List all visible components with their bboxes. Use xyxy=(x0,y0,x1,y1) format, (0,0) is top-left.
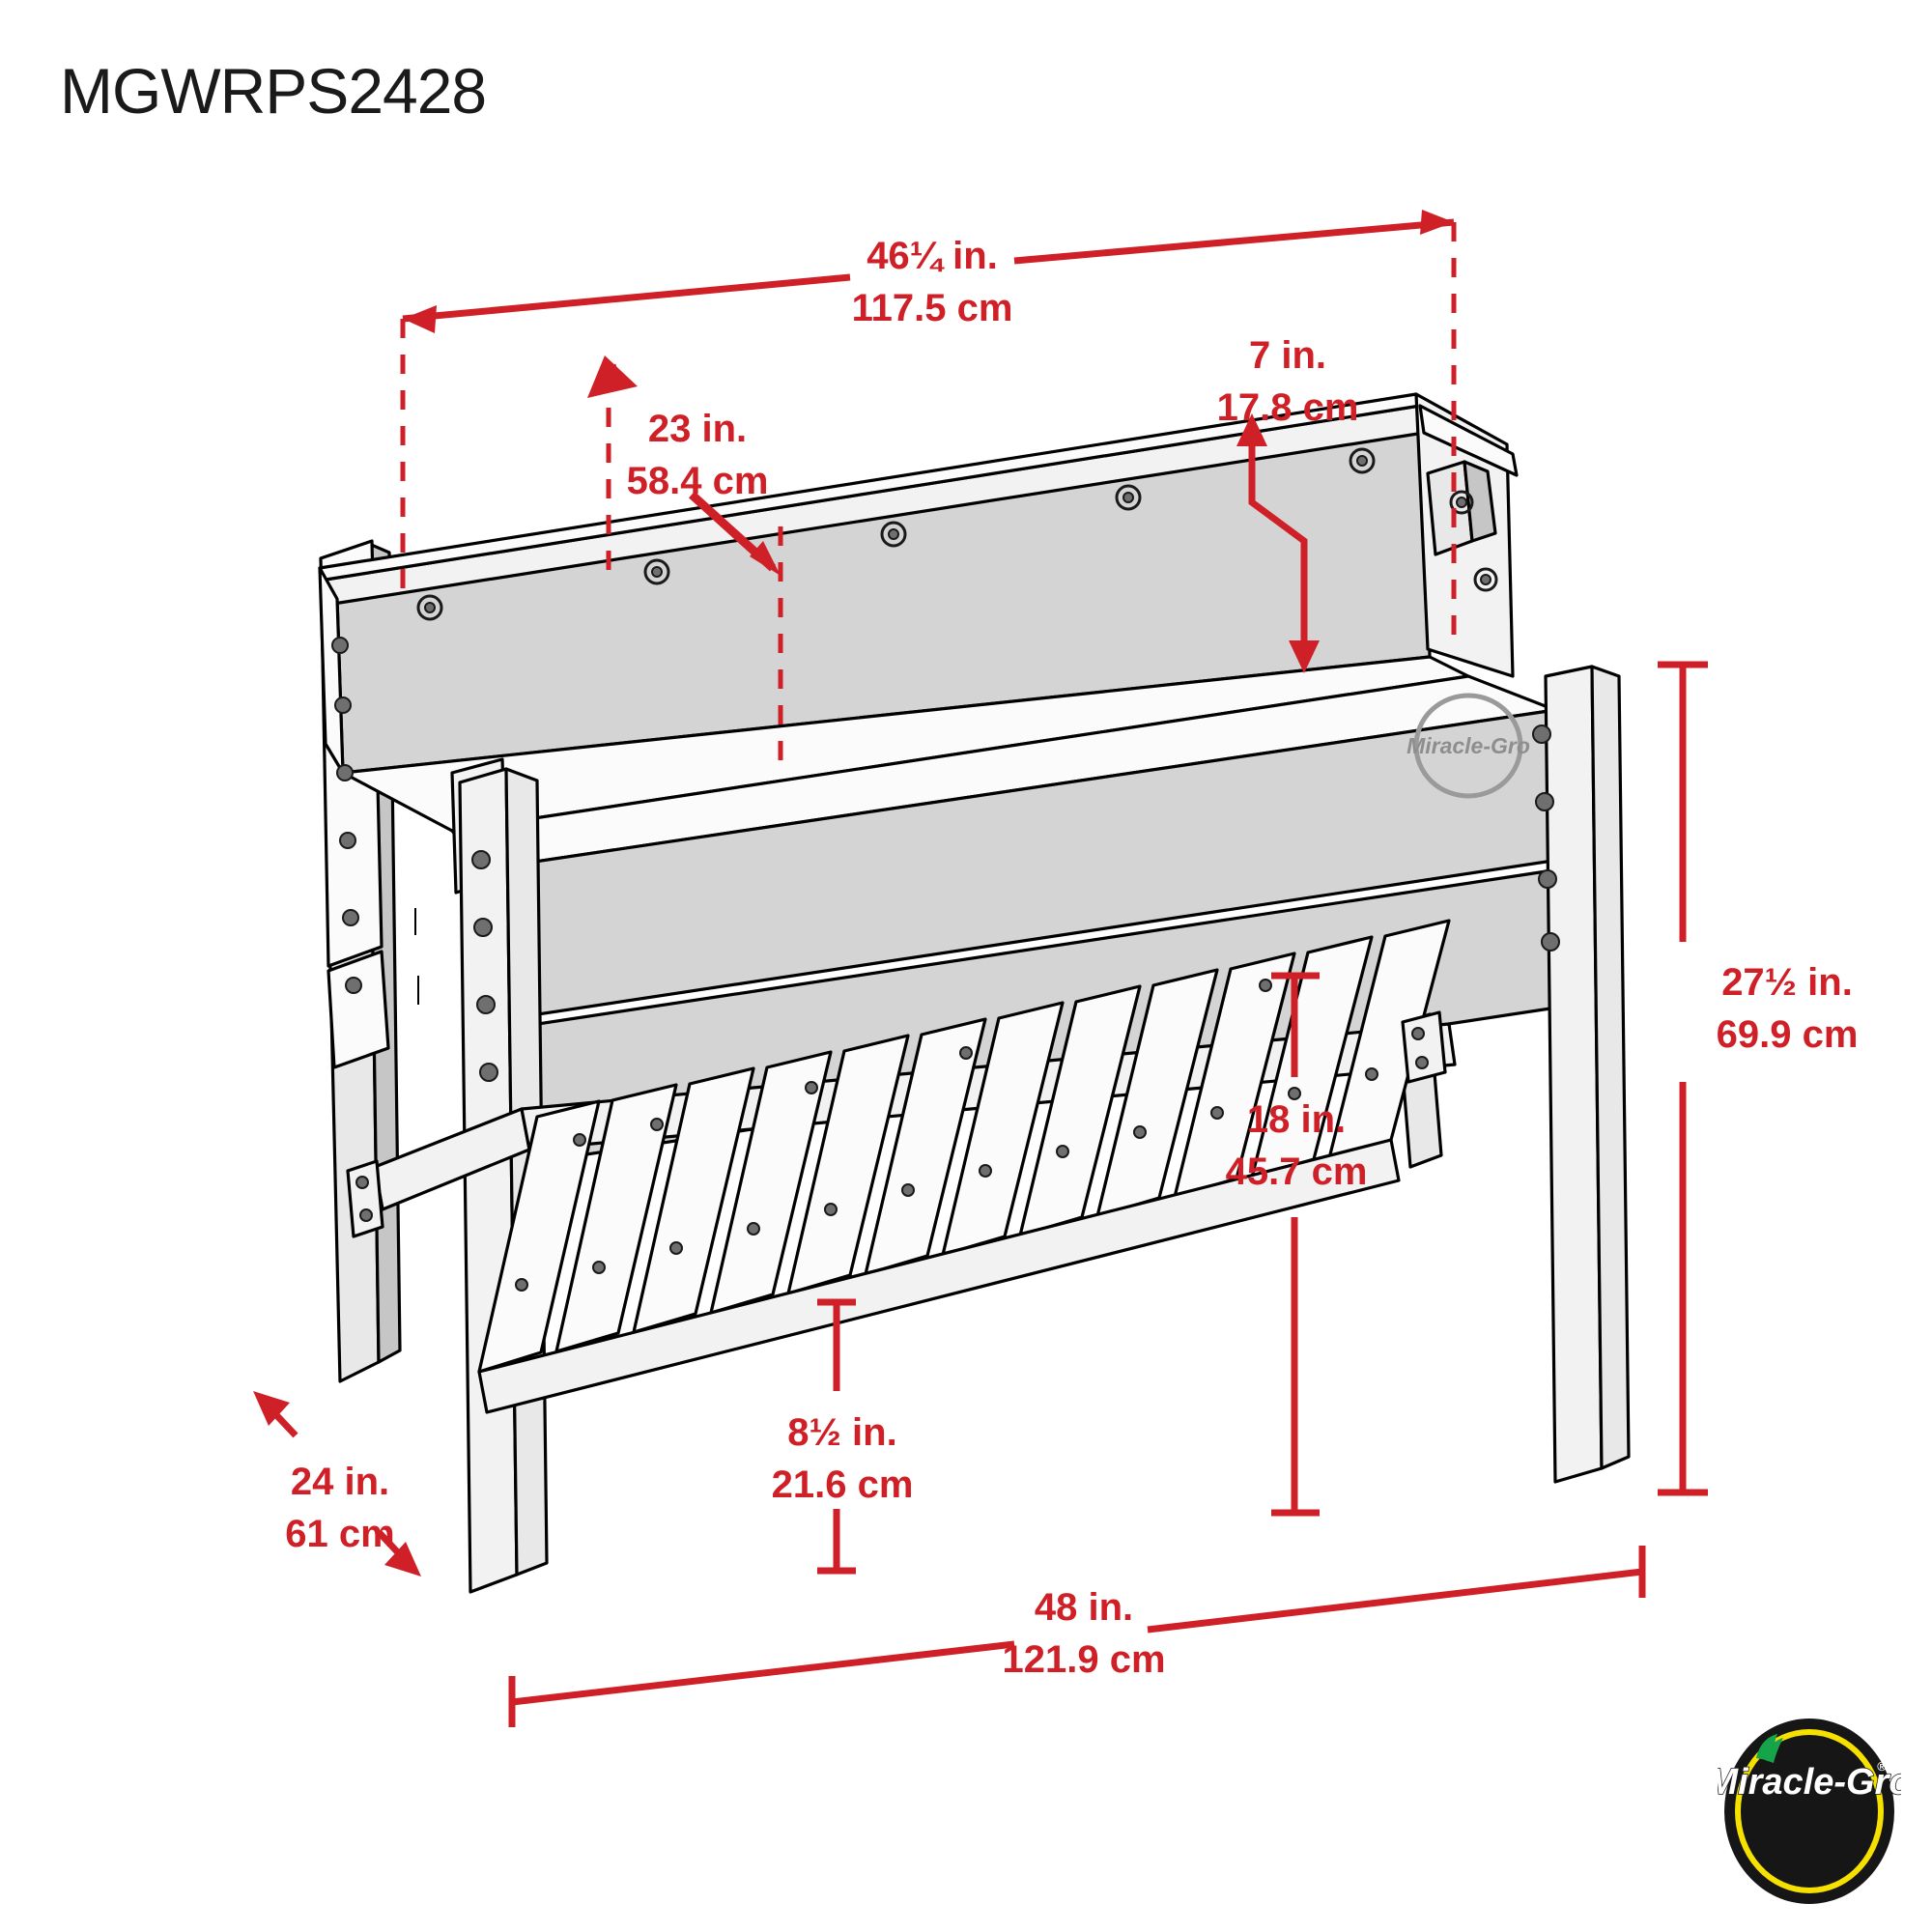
shelf-slat xyxy=(941,1001,1065,1257)
dim-box-width-imperial: 23 in. xyxy=(648,408,747,450)
brand-badge-background xyxy=(1724,1719,1894,1904)
shelf-slat xyxy=(786,1034,910,1295)
dim-box-width-metric: 58.4 cm xyxy=(627,460,769,502)
dimension-soil-depth: 7 in. 17.8 cm xyxy=(1217,334,1359,673)
right-rail-screws xyxy=(1449,490,1498,592)
dim-side-depth-metric: 61 cm xyxy=(285,1513,394,1555)
planter-illustration: Miracle-Gro xyxy=(318,392,1631,1594)
dim-slat-width-metric: 21.6 cm xyxy=(772,1463,914,1506)
shelf-slat-screws xyxy=(515,979,1378,1292)
registered-trademark-mark: ® xyxy=(1877,1759,1887,1774)
shelf-mounting-bracket-left xyxy=(346,1159,384,1238)
leg-rear-right xyxy=(1426,460,1497,556)
front-post-screws xyxy=(471,850,498,1082)
dim-shelf-height-imperial: 18 in. xyxy=(1247,1098,1346,1141)
dimension-overall-top-width: 46¼ in. 117.5 cm xyxy=(400,210,1457,638)
dim-overall-height-imperial: 27½ in. xyxy=(1721,961,1853,1004)
dimension-overall-width: 48 in. 121.9 cm xyxy=(508,1546,1646,1727)
dimension-shelf-slat-width: 8½ in. 21.6 cm xyxy=(772,1298,914,1575)
dim-top-width-metric: 117.5 cm xyxy=(852,287,1013,329)
shelf-front-rail xyxy=(477,1138,1401,1414)
brand-logo: Miracle-Gro ® xyxy=(1718,1719,1901,1904)
dimension-shelf-height: 18 in. 45.7 cm xyxy=(1226,972,1368,1517)
dim-overall-width-metric: 121.9 cm xyxy=(1002,1638,1165,1681)
dimension-overall-height: 27½ in. 69.9 cm xyxy=(1658,661,1859,1496)
brand-badge-ring xyxy=(1735,1729,1884,1893)
front-right-panel-screws xyxy=(1532,724,1560,952)
shelf-slat xyxy=(864,1017,987,1276)
shelf-slat xyxy=(477,1099,601,1374)
dim-shelf-height-metric: 45.7 cm xyxy=(1226,1151,1368,1193)
dim-top-width-imperial: 46¼ in. xyxy=(867,235,998,277)
back-wall-screws xyxy=(416,447,1376,621)
dim-soil-depth-imperial: 7 in. xyxy=(1249,334,1326,377)
embossed-brand-text: Miracle-Gro xyxy=(1406,733,1530,758)
dim-overall-height-metric: 69.9 cm xyxy=(1717,1013,1859,1056)
dim-side-depth-imperial: 24 in. xyxy=(291,1461,389,1503)
shelf-slat-group xyxy=(477,919,1451,1374)
leaf-icon xyxy=(1756,1734,1783,1763)
left-strip-screws xyxy=(331,637,362,994)
shelf-slat xyxy=(709,1050,833,1315)
leg-front-right xyxy=(1544,665,1631,1484)
dimension-box-interior-width: 23 in. 58.4 cm xyxy=(587,355,783,763)
shelf-slat xyxy=(632,1066,755,1334)
shelf-mounting-bracket-right xyxy=(1401,1010,1447,1084)
embossed-brand-logo: Miracle-Gro xyxy=(1406,693,1530,799)
dim-soil-depth-metric: 17.8 cm xyxy=(1217,386,1359,429)
page-title: MGWRPS2428 xyxy=(60,55,487,127)
dim-overall-width-imperial: 48 in. xyxy=(1035,1586,1133,1629)
shelf-slat xyxy=(554,1083,678,1353)
rear-panel-detail-marks xyxy=(414,908,419,1005)
dim-slat-width-imperial: 8½ in. xyxy=(787,1411,896,1454)
brand-name-text: Miracle-Gro xyxy=(1718,1762,1901,1803)
dimension-side-depth: 24 in. 61 cm xyxy=(253,1391,421,1577)
